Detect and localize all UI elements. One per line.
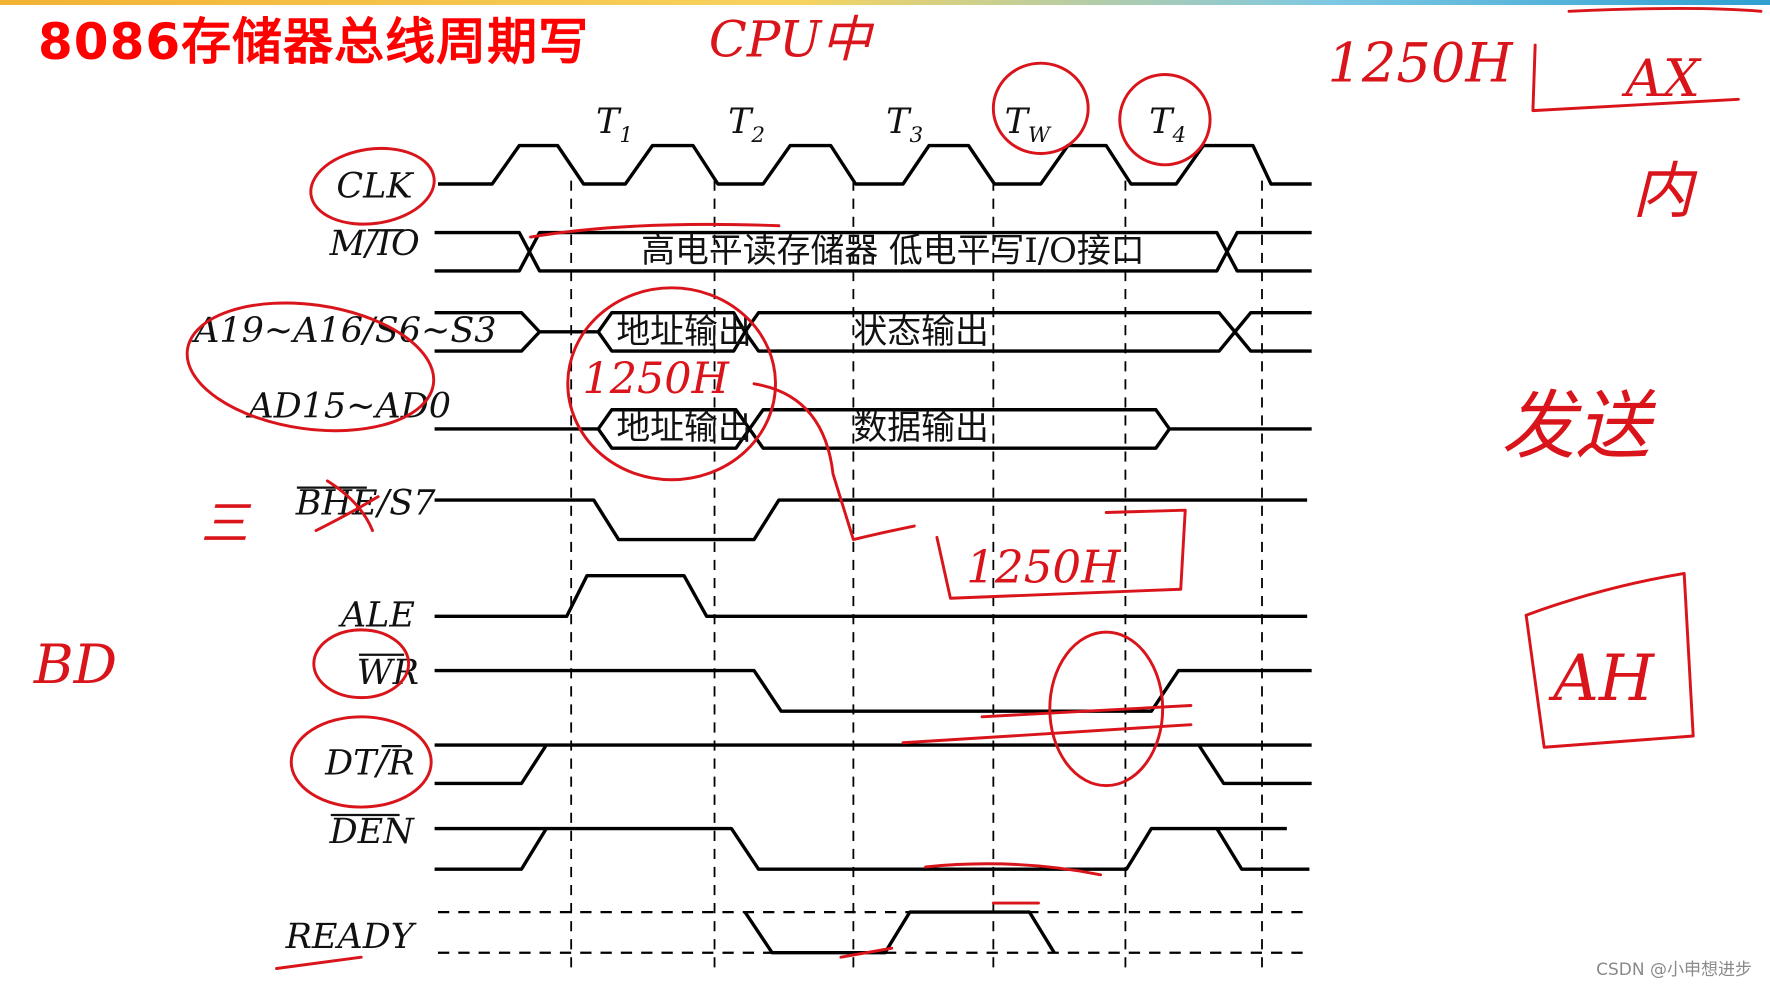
ink-text-inner: 内	[1632, 156, 1698, 227]
ink-circle-tw	[991, 61, 1090, 155]
ale-waveform	[434, 573, 1308, 619]
status-out-text: 状态输出	[853, 312, 988, 351]
ink-box-data	[935, 508, 1187, 600]
addr-status-bus	[434, 310, 1312, 353]
signal-clk-label: CLK	[336, 167, 414, 207]
ink-box-ax	[1531, 6, 1763, 113]
wr-waveform	[434, 668, 1312, 713]
bhe-waveform	[434, 498, 1308, 542]
label-t2: T2	[728, 102, 765, 148]
ink-tick-ready	[839, 946, 894, 959]
signal-labels: CLK M/IO A19~A16/S6~S3 AD15~AD0 BHE/S7 A…	[191, 167, 496, 958]
ink-underline-mio	[529, 222, 781, 239]
ink-circle-addr-out	[566, 286, 777, 482]
dtr-waveform	[434, 743, 1312, 786]
ink-underline-ready	[275, 955, 363, 970]
addr-out-text-2: 地址输出	[616, 408, 751, 447]
addr-out-text: 地址输出	[616, 312, 751, 351]
state-labels: T1 T2 T3 TW T4	[596, 102, 1186, 148]
mio-bus-text: 高电平读存储器 低电平写I/O接口	[641, 231, 1144, 270]
ink-text-addr-top: 1250H	[1327, 31, 1514, 94]
data-out-text: 数据输出	[853, 408, 988, 447]
ink-underline-den	[924, 862, 1103, 877]
signal-ready-label: READY	[285, 917, 417, 957]
signal-ad-label: AD15~AD0	[245, 387, 451, 427]
ink-circle-dtr	[289, 715, 433, 809]
label-t1: T1	[596, 102, 633, 148]
mio-bus	[434, 230, 1312, 273]
ink-strike-wr	[901, 704, 1193, 745]
csdn-watermark: CSDN @小申想进步	[1596, 960, 1752, 980]
ink-circle-wr-edge	[1048, 630, 1165, 788]
ink-text-addr-mid: 1250H	[582, 354, 730, 404]
den-waveform	[434, 826, 1310, 871]
ink-circle-address	[185, 301, 436, 433]
label-tw: TW	[1005, 102, 1052, 148]
ink-text-data-box: 1250H	[966, 540, 1122, 593]
ink-text-send: 发送	[1501, 383, 1657, 470]
ready-waveform	[437, 910, 1310, 955]
clk-waveform	[437, 143, 1312, 186]
signal-den-label: DEN	[329, 812, 416, 852]
ink-circle-clk	[309, 146, 436, 226]
ink-text-cpu: CPU中	[709, 10, 875, 68]
ink-circle-t4	[1118, 73, 1212, 167]
label-t3: T3	[886, 102, 923, 148]
signal-addr-status-label: A19~A16/S6~S3	[191, 311, 496, 351]
ink-arrow-data	[752, 382, 916, 542]
signal-ale-label: ALE	[338, 595, 415, 635]
slide-title: 8086存储器总线周期写	[38, 13, 590, 71]
ink-circle-wr	[312, 628, 411, 700]
handwritten-annotations: CPU中 1250H AX 内 1250H 1250H 发送 AH 三 BD	[33, 6, 1763, 970]
ink-text-ax: AX	[1621, 49, 1701, 109]
ad-bus	[434, 408, 1312, 450]
ink-text-ah: AH	[1548, 641, 1656, 715]
top-accent-bar	[0, 0, 1770, 5]
label-t4: T4	[1149, 102, 1186, 148]
ink-box-ah	[1524, 571, 1695, 749]
ink-text-three: 三	[201, 497, 252, 552]
ink-text-bd: BD	[33, 633, 117, 696]
ink-scribble-bhe	[314, 479, 380, 533]
signal-dtr-label: DT/R	[324, 743, 415, 783]
